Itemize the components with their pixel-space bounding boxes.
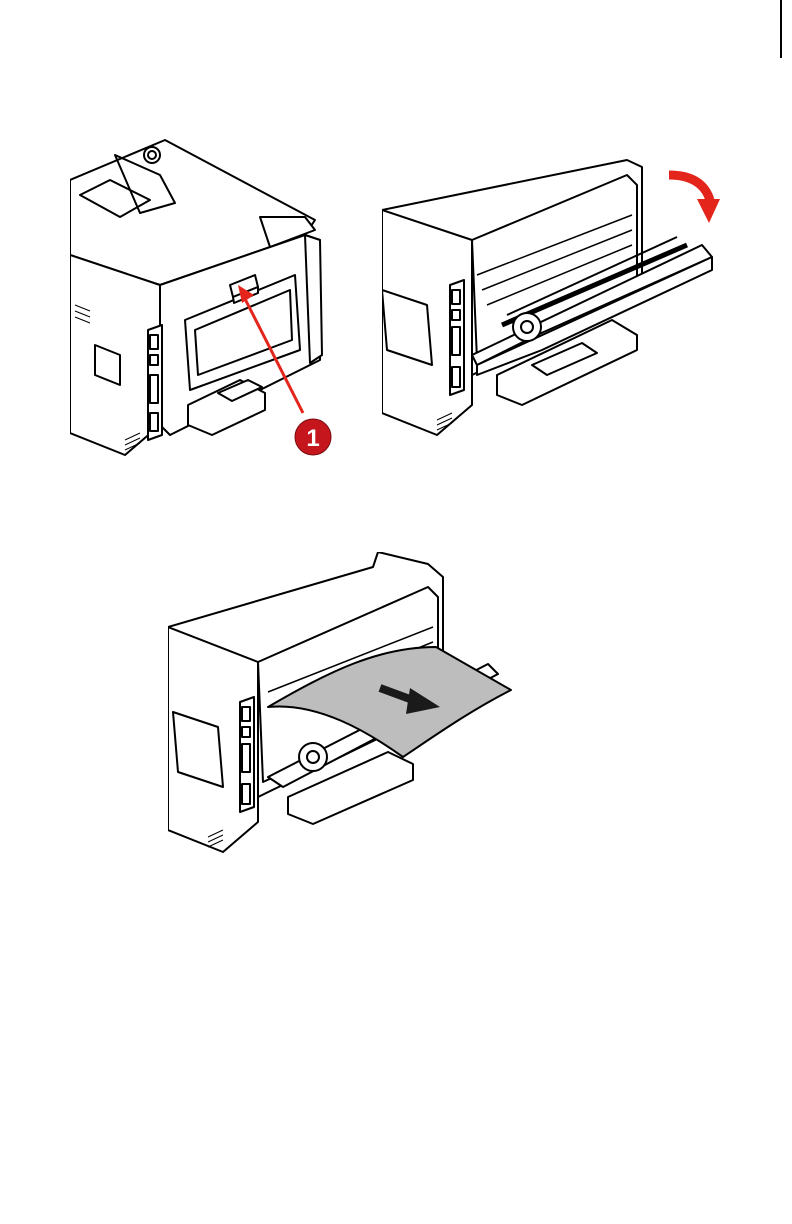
rotate-arrow-icon <box>669 175 720 223</box>
printer-rear-figure: 1 <box>70 135 335 460</box>
callout-badge-icon: 1 <box>295 419 331 455</box>
printer-cover-open-illustration <box>382 155 722 440</box>
printer-cover-open-figure <box>382 155 722 440</box>
callout-number: 1 <box>306 425 319 452</box>
crop-mark <box>780 0 782 58</box>
printer-paper-removal-illustration <box>168 552 518 854</box>
printer-rear-illustration: 1 <box>70 135 335 460</box>
printer-paper-removal-figure <box>168 552 518 854</box>
